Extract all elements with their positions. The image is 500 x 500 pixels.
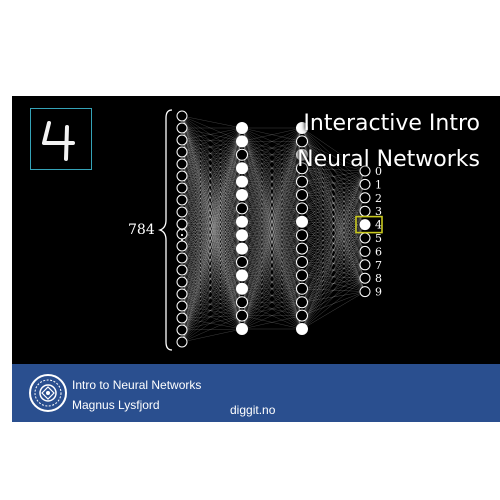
output-neuron [359,165,371,177]
input-neuron [176,122,188,134]
hidden-neuron [296,269,308,282]
input-neuron [176,170,188,182]
hidden-neuron [236,189,248,201]
hidden-neuron [296,229,308,242]
hidden-neuron [236,215,248,228]
hidden-neuron [236,323,248,335]
input-neuron [176,194,188,206]
input-neuron [176,336,188,348]
hidden-neuron [296,122,308,134]
output-neuron [359,245,371,257]
input-neuron [176,312,188,324]
input-neuron [176,264,188,276]
input-brace [157,109,173,351]
network-connections [181,115,366,343]
slide-title: Interactive Intro Neural Networks [297,106,480,178]
output-label-0: 0 [375,165,382,178]
input-neuron [176,276,188,288]
hidden-neuron [236,202,248,215]
hidden-neuron [296,282,308,295]
output-neuron [359,286,371,298]
input-neuron [176,228,188,240]
input-neuron [176,110,188,122]
output-label-6: 6 [375,245,382,258]
hidden-neuron [296,202,308,215]
hidden-neuron [296,242,308,255]
output-neuron [359,272,371,284]
course-title: Intro to Neural Networks [72,378,202,392]
input-neuron [176,288,188,300]
output-neuron [359,219,371,231]
output-neuron [359,259,371,271]
hidden-neuron [236,269,248,282]
footer-bar: Intro to Neural Networks Magnus Lysfjord… [12,364,500,422]
site-link[interactable]: diggit.no [230,403,276,417]
hidden-neuron [296,309,308,322]
hidden-neuron [236,175,248,188]
hidden-neuron [296,189,308,201]
hidden-neuron [296,256,308,268]
hidden-neuron [236,122,248,134]
input-neuron [176,252,188,264]
input-digit-image [30,108,92,170]
input-neuron [176,300,188,312]
output-label-3: 3 [375,205,382,218]
prediction-highlight-box [355,215,383,234]
slide-title-line-1: Interactive Intro [303,111,480,136]
hidden-neuron [236,148,248,161]
output-neuron [359,192,371,204]
input-ellipsis: ⋮ [174,225,190,244]
hidden-neuron [296,215,308,228]
output-neuron [359,232,371,244]
hidden-neuron [236,229,248,242]
input-neuron [176,158,188,170]
hidden-neuron [236,309,248,322]
network-nodes: ⋮ [174,110,371,348]
hidden-neuron [296,296,308,309]
hidden-neuron [236,296,248,309]
input-neuron [176,146,188,158]
input-neuron-count: 784 [128,222,155,238]
hidden-neuron [296,175,308,188]
slide-title-line-2: Neural Networks [297,147,480,172]
hidden-neuron [296,148,308,161]
input-brace-path [157,109,173,351]
hidden-neuron [296,135,308,148]
input-neuron [176,240,188,252]
hidden-neuron [236,242,248,255]
hidden-neuron [236,256,248,268]
output-label-7: 7 [375,259,382,272]
output-label-8: 8 [375,272,382,285]
output-label-2: 2 [375,192,382,205]
input-neuron [176,134,188,146]
hidden-neuron [236,135,248,148]
output-neuron [359,178,371,190]
output-neuron [359,205,371,217]
output-label-9: 9 [375,286,382,299]
hidden-neuron [296,323,308,335]
hidden-neuron [236,162,248,175]
circular-seal-logo-icon [29,374,67,412]
hidden-neuron [236,282,248,295]
handwritten-digit-four [42,121,75,161]
input-neuron [176,182,188,194]
input-neuron [176,324,188,336]
output-label-5: 5 [375,232,382,245]
author-name: Magnus Lysfjord [72,398,160,412]
input-neuron [176,206,188,218]
output-label-4: 4 [375,219,382,232]
hidden-neuron [296,162,308,175]
output-label-1: 1 [375,178,382,191]
